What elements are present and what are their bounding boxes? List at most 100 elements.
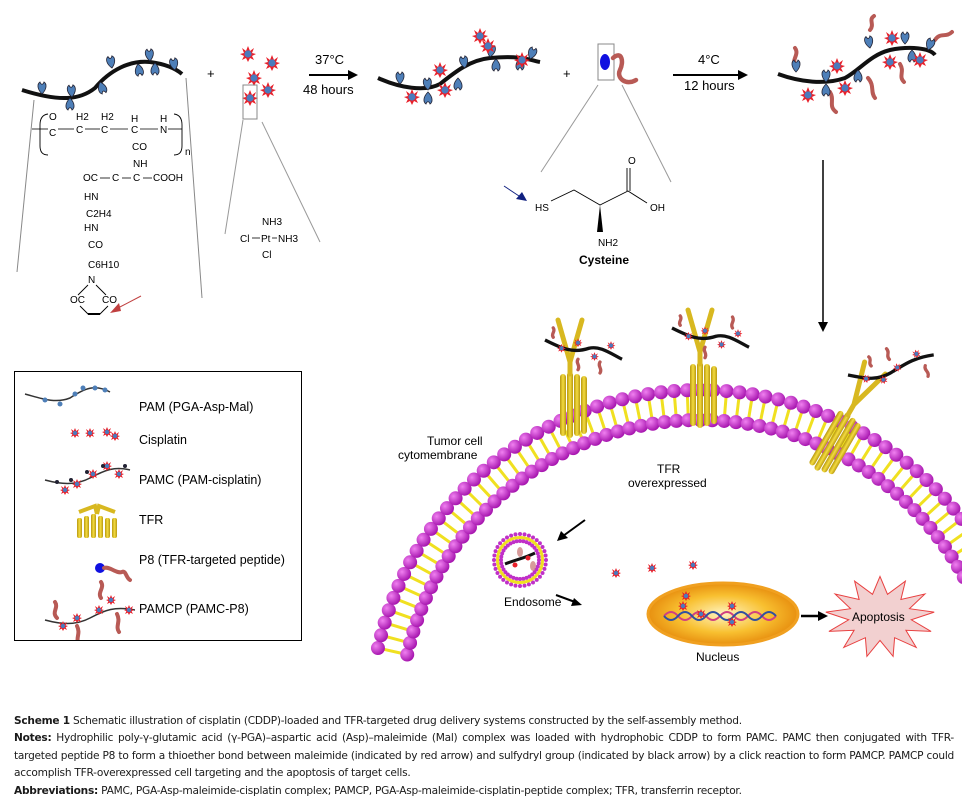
- free-cisplatin: [688, 560, 698, 570]
- lipid-tail: [506, 458, 520, 475]
- lipid-tail: [383, 647, 402, 655]
- lipid-tail: [860, 444, 873, 462]
- lipid-tail: [955, 548, 962, 555]
- endosome-lipid: [495, 545, 500, 549]
- endosome-lipid: [501, 577, 506, 582]
- legend-cisplatin-icon: [70, 427, 120, 441]
- lipid-head: [391, 578, 406, 593]
- endosome-lipid: [499, 561, 504, 566]
- atom-c5: C: [112, 173, 119, 184]
- lipid-head: [590, 399, 605, 414]
- endosome-lipid: [524, 575, 529, 580]
- lipid-head: [944, 549, 959, 564]
- lipid-tail: [926, 501, 942, 516]
- atom-hn2: HN: [84, 223, 98, 234]
- lipid-head: [457, 481, 472, 496]
- endosome-lipid: [492, 553, 497, 558]
- lipid-tail: [890, 466, 905, 483]
- red-arrow-maleimide: [110, 295, 142, 313]
- lipid-head: [622, 421, 637, 436]
- lipid-head: [798, 432, 813, 447]
- endosome-lipid: [526, 533, 531, 538]
- lipid-head: [740, 416, 755, 431]
- lipid-head: [752, 418, 767, 433]
- lipid-tail: [771, 404, 779, 424]
- endosome-lipid: [500, 551, 505, 556]
- lipid-head: [732, 385, 747, 400]
- lipid-head: [634, 418, 649, 433]
- lipid-head: [796, 399, 811, 414]
- lipid-tail: [414, 563, 432, 576]
- lipid-head: [410, 613, 425, 628]
- endosome-label: Endosome: [504, 595, 562, 609]
- plus-sign-1: +: [207, 66, 215, 81]
- endosome-lipid: [513, 583, 518, 588]
- lipid-head: [507, 439, 522, 454]
- endosome-lipid: [536, 561, 541, 566]
- lipid-head: [610, 424, 625, 439]
- endosome-lipid: [534, 548, 539, 553]
- cysteine-label: Cysteine: [579, 253, 629, 267]
- lipid-head: [937, 491, 952, 506]
- endosome-lipid: [537, 558, 541, 562]
- lipid-tail: [870, 451, 884, 468]
- endosome-lipid: [524, 540, 529, 545]
- endosome-lipid: [499, 554, 504, 559]
- atom-hn1: HN: [84, 192, 98, 203]
- caption-notes: Notes: Hydrophilic poly-γ-glutamic acid …: [14, 730, 954, 782]
- lipid-tail: [527, 443, 540, 461]
- atom-pt: Pt: [261, 234, 271, 245]
- lipid-tail: [389, 622, 409, 632]
- lipid-head: [899, 455, 914, 470]
- legend-symbols: [24, 385, 135, 640]
- endosome-lipid: [514, 539, 519, 544]
- endosome-lipid: [522, 532, 527, 537]
- tfr-receptor-3: [809, 359, 888, 475]
- atom-c1: C: [49, 128, 56, 139]
- lipid-head: [654, 385, 669, 400]
- free-cisplatin: [611, 568, 621, 578]
- lipid-head: [406, 624, 421, 639]
- lipid-tail: [622, 404, 630, 423]
- caption-scheme-label: Scheme 1: [14, 715, 70, 727]
- legend-label-pamcp: PAMCP (PAMC-P8): [139, 602, 249, 616]
- lipid-head: [867, 432, 882, 447]
- atom-oh: OH: [650, 203, 665, 214]
- lipid-head: [783, 395, 798, 410]
- atom-n: N: [160, 125, 167, 136]
- lipid-head: [435, 559, 450, 574]
- lipid-head: [871, 471, 886, 486]
- endosome-lipid: [540, 545, 545, 549]
- lipid-head: [669, 413, 684, 428]
- tfr-label-1: TFR: [657, 462, 681, 476]
- lipid-head: [928, 482, 943, 497]
- endosome-lipid: [492, 562, 497, 567]
- lipid-head: [505, 478, 520, 493]
- plus-sign-2: +: [563, 66, 571, 81]
- endosome-lipid: [543, 562, 548, 567]
- lipid-tail: [735, 398, 741, 417]
- lipid-head: [497, 447, 512, 462]
- apoptosis-label: Apoptosis: [852, 610, 905, 624]
- lipid-head: [946, 501, 961, 516]
- endosome-lipid: [518, 584, 522, 588]
- tfr-label-2: overexpressed: [628, 476, 707, 490]
- lipid-head: [386, 590, 401, 605]
- legend-label-cisplatin: Cisplatin: [139, 433, 187, 447]
- lipid-tail: [908, 483, 924, 499]
- atom-h2a: H2: [76, 112, 89, 123]
- atom-o-cys: O: [628, 156, 636, 167]
- membrane-label-2: cytomembrane: [398, 448, 478, 462]
- lipid-head: [414, 602, 429, 617]
- lipid-head: [466, 472, 481, 487]
- caption-abbreviations: Abbreviations: PAMC, PGA-Asp-maleimide-c…: [14, 783, 954, 800]
- endosome-lipid: [518, 539, 522, 543]
- endosome-lipid: [509, 533, 514, 538]
- caption-notes-text: Hydrophilic poly-γ-glutamic acid (γ-PGA)…: [14, 732, 954, 780]
- endosome-lipid: [537, 541, 542, 546]
- caption-abbrev-label: Abbreviations:: [14, 784, 99, 797]
- lipid-head: [719, 384, 734, 399]
- endosome-lipid: [526, 582, 531, 587]
- lipid-head: [641, 387, 656, 402]
- lipid-head: [667, 384, 682, 399]
